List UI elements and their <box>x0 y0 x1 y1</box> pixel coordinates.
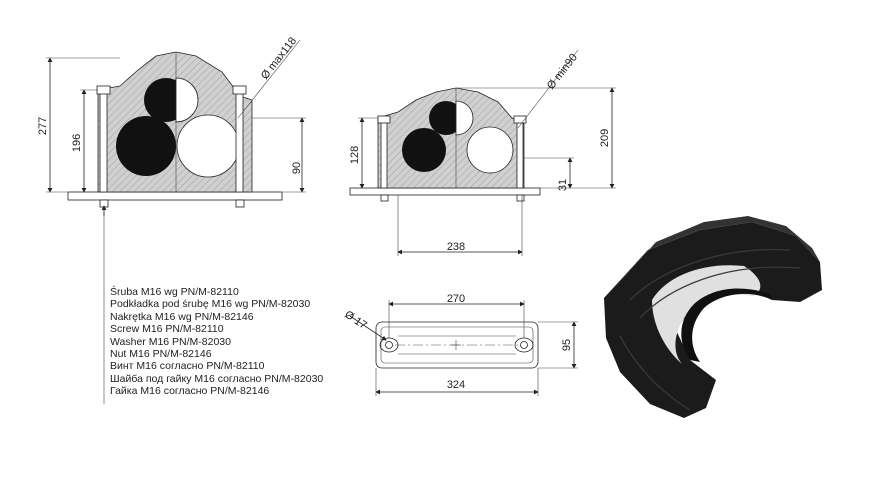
front-view-left: 277 196 90 Ø max118 <box>37 35 306 208</box>
product-render <box>604 216 822 418</box>
note-line: Screw M16 PN/M-82110 <box>110 323 224 336</box>
cable-circle <box>429 101 463 135</box>
bolt <box>516 121 524 189</box>
mounting-hole <box>385 341 393 349</box>
note-line: Винт M16 согласно PN/M-82110 <box>110 360 265 373</box>
base-plate <box>349 187 541 196</box>
bolt <box>380 121 388 189</box>
front-view-right: 128 209 31 238 Ø min90 <box>349 49 616 256</box>
cable-circle <box>402 128 446 172</box>
dim-diameter-min: Ø min90 <box>545 52 580 92</box>
dim-diameter-max: Ø max118 <box>259 35 299 82</box>
cable-circle <box>116 116 176 176</box>
bolt <box>99 91 108 193</box>
fastener-notes: Śruba M16 wg PN/M-82110 Podkładka pod śr… <box>110 286 323 398</box>
dim-width: 238 <box>447 241 465 253</box>
dim-depth: 95 <box>561 339 573 351</box>
plate-outline <box>375 321 539 369</box>
bottom-view: 270 324 95 Ø 17 <box>342 293 578 396</box>
mounting-hole <box>520 341 528 349</box>
dim-height-total: 277 <box>37 117 49 135</box>
clamp-body <box>97 51 253 193</box>
dim-length: 324 <box>447 379 465 391</box>
note-line: Washer M16 PN/M-82030 <box>110 335 231 348</box>
dim-base-offset: 31 <box>557 179 569 191</box>
note-line: Podkładka pod śrubę M16 wg PN/M-82030 <box>110 298 311 311</box>
note-line: Nut M16 PN/M-82146 <box>110 348 212 361</box>
dim-height-center: 90 <box>291 162 303 174</box>
base-plate <box>67 191 283 201</box>
bolt <box>235 91 244 193</box>
note-line: Гайка M16 согласно PN/M-82146 <box>110 385 270 398</box>
dim-hole-diameter: Ø 17 <box>342 309 368 332</box>
dim-hole-spacing: 270 <box>447 293 465 305</box>
note-line: Śruba M16 wg PN/M-82110 <box>110 286 239 298</box>
note-line: Nakrętka M16 wg PN/M-82146 <box>110 310 254 323</box>
dim-height-body: 128 <box>349 146 361 164</box>
cable-circle <box>176 114 240 178</box>
note-line: Шайба под гайку M16 согласно PN/M-82030 <box>110 372 324 385</box>
dim-height-body: 196 <box>71 134 83 152</box>
dim-height-total: 209 <box>599 129 611 147</box>
cable-circle <box>466 126 514 174</box>
